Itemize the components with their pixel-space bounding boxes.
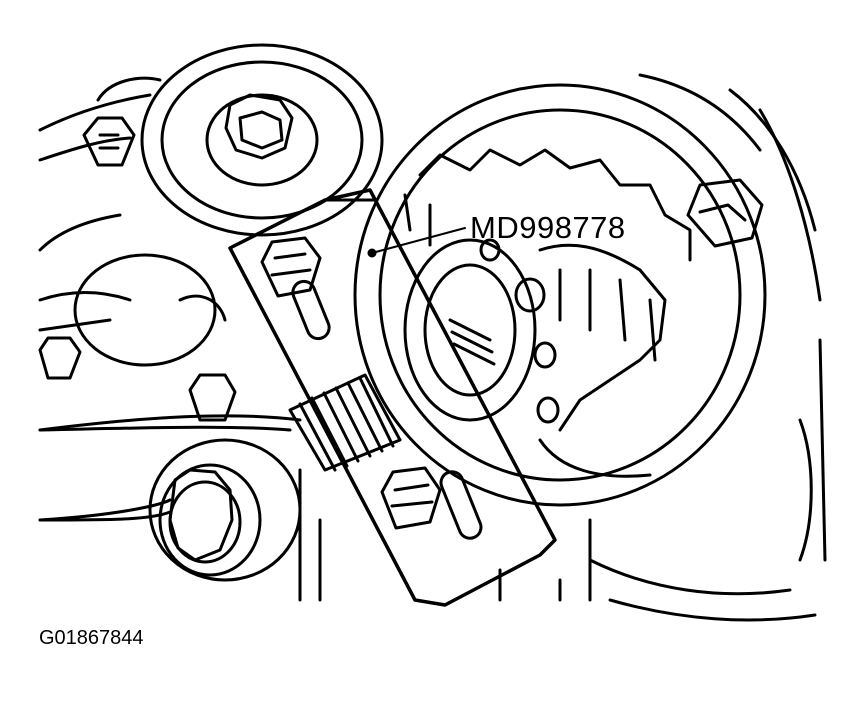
hex-bolt-plate-upper <box>260 236 322 298</box>
wrench <box>38 425 302 582</box>
engine-block-background <box>38 73 827 622</box>
special-tool-plate <box>228 188 557 607</box>
hex-bolt-upper-left <box>82 116 136 167</box>
sprocket-hub <box>403 238 537 422</box>
hex-bolt-plate-lower <box>380 466 442 530</box>
threaded-bolt <box>288 373 402 472</box>
hex-bolt-right <box>686 178 764 248</box>
callout-leader <box>367 227 466 258</box>
lower-left-housing <box>38 253 302 522</box>
camshaft-sprocket <box>353 83 767 507</box>
idler-pulley <box>140 43 384 237</box>
callout-label: MD998778 <box>470 210 626 245</box>
figure-id: G01867844 <box>39 627 144 649</box>
